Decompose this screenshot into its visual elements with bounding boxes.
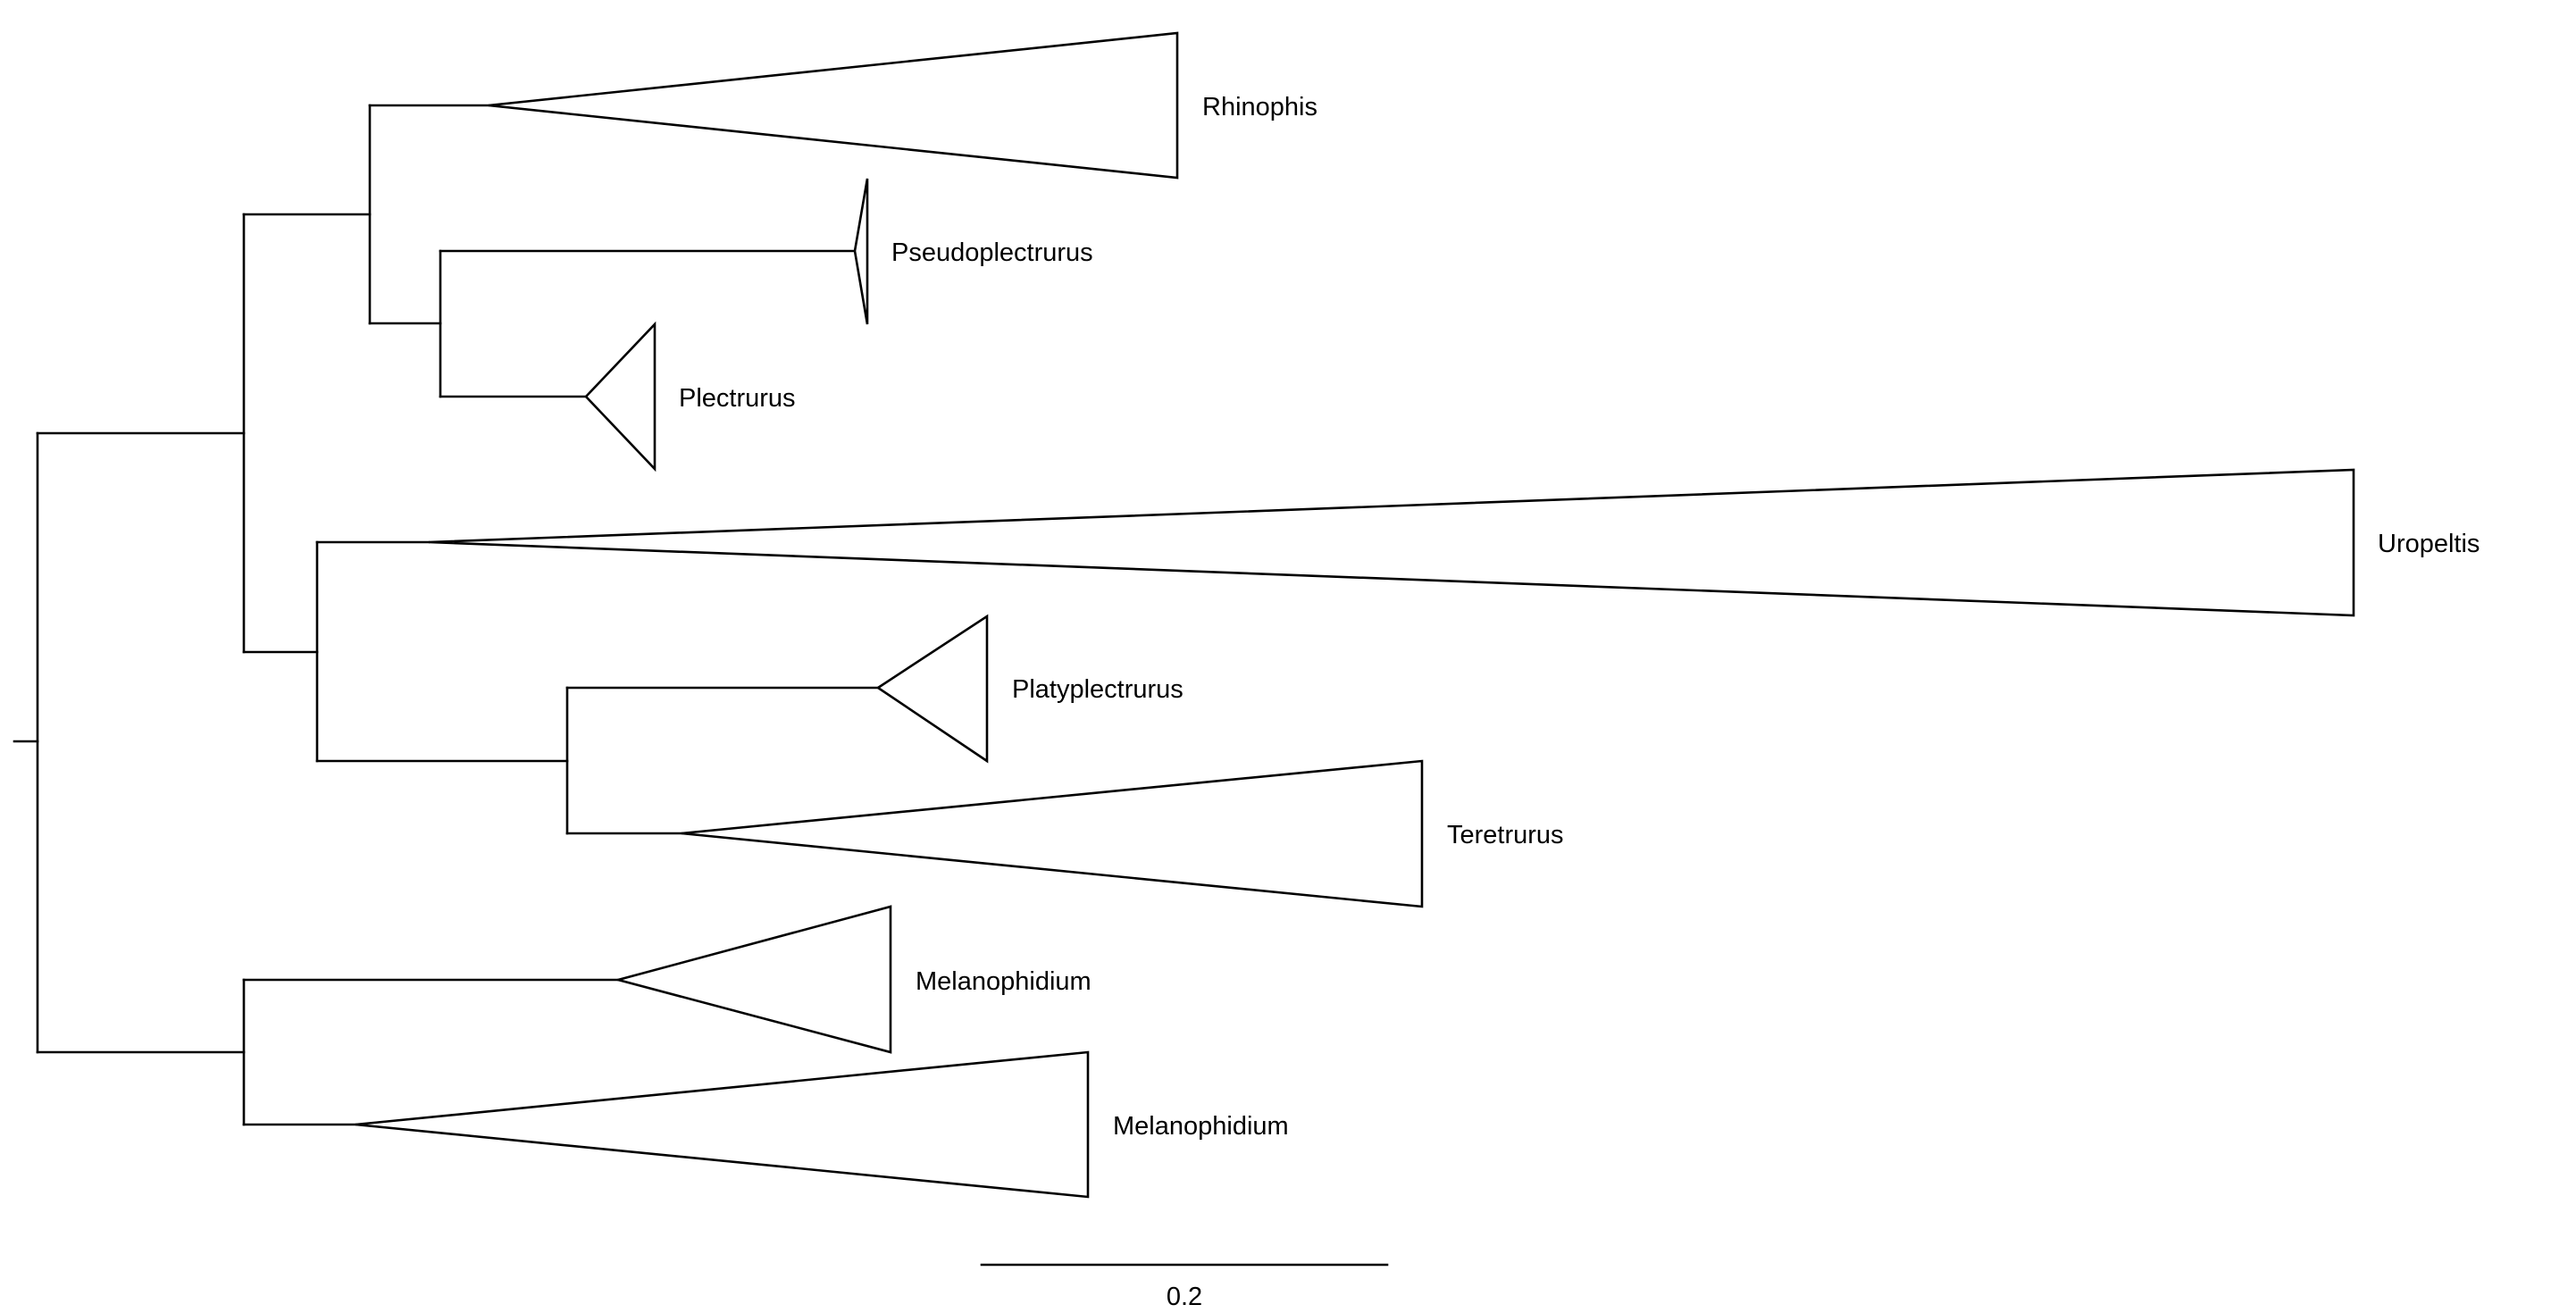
clade-label-melanophidium-1: Melanophidium — [916, 967, 1091, 996]
clade-triangle-uropeltis — [428, 468, 2355, 617]
clade-triangle-teretrurus — [681, 759, 1424, 908]
clade-label-plectrurus: Plectrurus — [679, 384, 796, 413]
clade-label-pseudoplectrurus: Pseudoplectrurus — [891, 238, 1093, 267]
clade-triangle-rhinophis — [488, 31, 1179, 180]
clade-label-rhinophis: Rhinophis — [1202, 93, 1317, 121]
clade-triangle-plectrurus — [584, 321, 657, 473]
clade-triangle-melanophidium-2 — [355, 1050, 1090, 1199]
clade-triangle-platyplectrurus — [875, 614, 989, 764]
clade-label-melanophidium-2: Melanophidium — [1113, 1112, 1289, 1141]
scale-bar-label: 0.2 — [1167, 1283, 1202, 1311]
clade-triangle-melanophidium-1 — [613, 905, 892, 1054]
clade-triangle-pseudoplectrurus — [853, 178, 869, 325]
clade-label-platyplectrurus: Platyplectrurus — [1012, 675, 1183, 704]
clade-label-uropeltis: Uropeltis — [2378, 530, 2480, 558]
clade-label-teretrurus: Teretrurus — [1447, 821, 1564, 849]
